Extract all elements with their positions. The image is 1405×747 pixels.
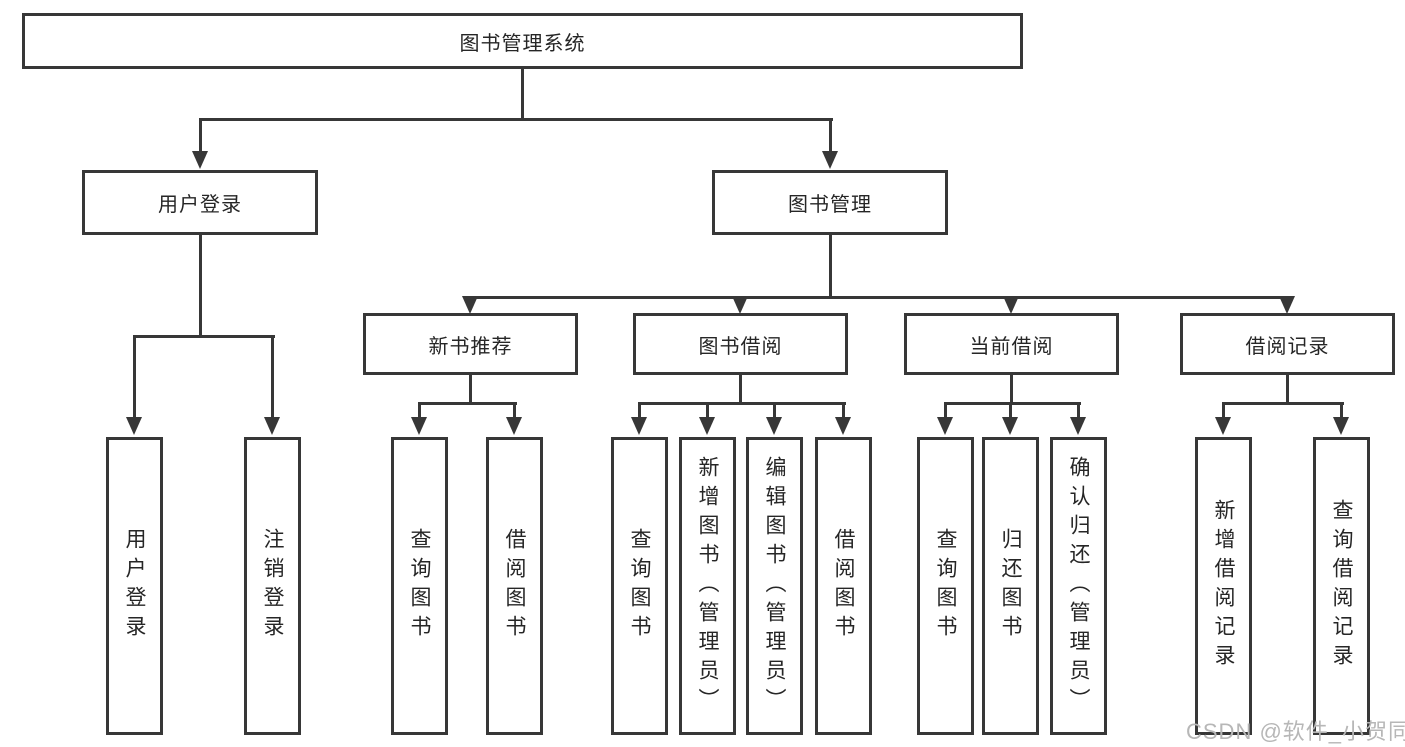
node-bb-edit-book-admin: 编辑图书（管理员） <box>746 437 803 735</box>
node-cb-query-book: 查询图书 <box>917 437 974 735</box>
node-bb-query-book-label: 查询图书 <box>628 528 651 644</box>
node-logout-action: 注销登录 <box>244 437 301 735</box>
node-nb-query-book: 查询图书 <box>391 437 448 735</box>
connector-line <box>1286 375 1289 404</box>
connector-line <box>271 337 274 418</box>
connector-line <box>513 404 516 418</box>
node-user-login-action: 用户登录 <box>106 437 163 735</box>
connector-line <box>638 402 846 405</box>
connector-arrowhead <box>732 296 748 314</box>
node-bb-query-book: 查询图书 <box>611 437 668 735</box>
node-root-label: 图书管理系统 <box>459 32 586 55</box>
connector-line <box>1222 402 1344 405</box>
connector-arrowhead <box>699 417 715 435</box>
node-book-management: 图书管理 <box>712 170 948 235</box>
node-book-borrowing-label: 图书借阅 <box>698 335 783 358</box>
node-borrow-records: 借阅记录 <box>1180 313 1395 375</box>
connector-arrowhead <box>822 151 838 169</box>
connector-arrowhead <box>411 417 427 435</box>
node-br-query-record-label: 查询借阅记录 <box>1330 499 1353 673</box>
node-borrow-records-label: 借阅记录 <box>1245 335 1330 358</box>
connector-line <box>842 404 845 418</box>
connector-line <box>706 404 709 418</box>
node-user-login-action-label: 用户登录 <box>123 528 146 644</box>
connector-line <box>944 404 947 418</box>
connector-arrowhead <box>631 417 647 435</box>
connector-line <box>469 375 472 404</box>
connector-line <box>944 402 1081 405</box>
node-user-login: 用户登录 <box>82 170 318 235</box>
connector-arrowhead <box>126 417 142 435</box>
node-bb-edit-book-admin-label: 编辑图书（管理员） <box>763 455 786 717</box>
connector-line <box>521 68 524 121</box>
connector-line <box>133 335 275 338</box>
node-bb-borrow-book: 借阅图书 <box>815 437 872 735</box>
node-br-add-record-label: 新增借阅记录 <box>1212 499 1235 673</box>
node-br-query-record: 查询借阅记录 <box>1313 437 1370 735</box>
connector-arrowhead <box>835 417 851 435</box>
node-book-management-label: 图书管理 <box>788 194 872 216</box>
connector-line <box>739 375 742 404</box>
node-nb-query-book-label: 查询图书 <box>408 528 431 644</box>
connector-line <box>469 296 1290 299</box>
connector-line <box>1340 404 1343 418</box>
node-bb-add-book-admin: 新增图书（管理员） <box>679 437 736 735</box>
connector-line <box>638 404 641 418</box>
connector-arrowhead <box>1215 417 1231 435</box>
connector-arrowhead <box>766 417 782 435</box>
node-user-login-label: 用户登录 <box>158 194 242 216</box>
connector-arrowhead <box>264 417 280 435</box>
node-book-borrowing: 图书借阅 <box>633 313 848 375</box>
connector-line <box>133 337 136 418</box>
node-new-book-recommend-label: 新书推荐 <box>428 335 513 358</box>
connector-arrowhead <box>506 417 522 435</box>
connector-line <box>829 235 832 298</box>
connector-line <box>199 118 833 121</box>
csdn-watermark: CSDN @软件_小贺同学 <box>1186 719 1405 744</box>
connector-arrowhead <box>1070 417 1086 435</box>
connector-arrowhead <box>192 151 208 169</box>
connector-arrowhead <box>1333 417 1349 435</box>
connector-line <box>1077 404 1080 418</box>
connector-arrowhead <box>1003 296 1019 314</box>
node-current-borrowing-label: 当前借阅 <box>969 335 1054 358</box>
node-bb-borrow-book-label: 借阅图书 <box>832 528 855 644</box>
connector-line <box>418 402 517 405</box>
node-bb-add-book-admin-label: 新增图书（管理员） <box>696 455 719 717</box>
node-cb-confirm-return-admin-label: 确认归还（管理员） <box>1067 455 1090 717</box>
connector-arrowhead <box>1002 417 1018 435</box>
connector-line <box>1010 375 1013 404</box>
connector-line <box>418 404 421 418</box>
node-nb-borrow-book-label: 借阅图书 <box>503 528 526 644</box>
connector-arrowhead <box>1279 296 1295 314</box>
node-cb-return-book-label: 归还图书 <box>999 528 1022 644</box>
node-current-borrowing: 当前借阅 <box>904 313 1119 375</box>
node-cb-return-book: 归还图书 <box>982 437 1039 735</box>
connector-line <box>199 120 202 152</box>
connector-line <box>1009 404 1012 418</box>
node-nb-borrow-book: 借阅图书 <box>486 437 543 735</box>
node-logout-action-label: 注销登录 <box>261 528 284 644</box>
node-cb-confirm-return-admin: 确认归还（管理员） <box>1050 437 1107 735</box>
node-br-add-record: 新增借阅记录 <box>1195 437 1252 735</box>
connector-arrowhead <box>937 417 953 435</box>
node-new-book-recommend: 新书推荐 <box>363 313 578 375</box>
connector-line <box>1222 404 1225 418</box>
connector-line <box>829 120 832 152</box>
connector-line <box>773 404 776 418</box>
connector-arrowhead <box>462 296 478 314</box>
node-root: 图书管理系统 <box>22 13 1023 69</box>
node-cb-query-book-label: 查询图书 <box>934 528 957 644</box>
connector-line <box>199 235 202 337</box>
